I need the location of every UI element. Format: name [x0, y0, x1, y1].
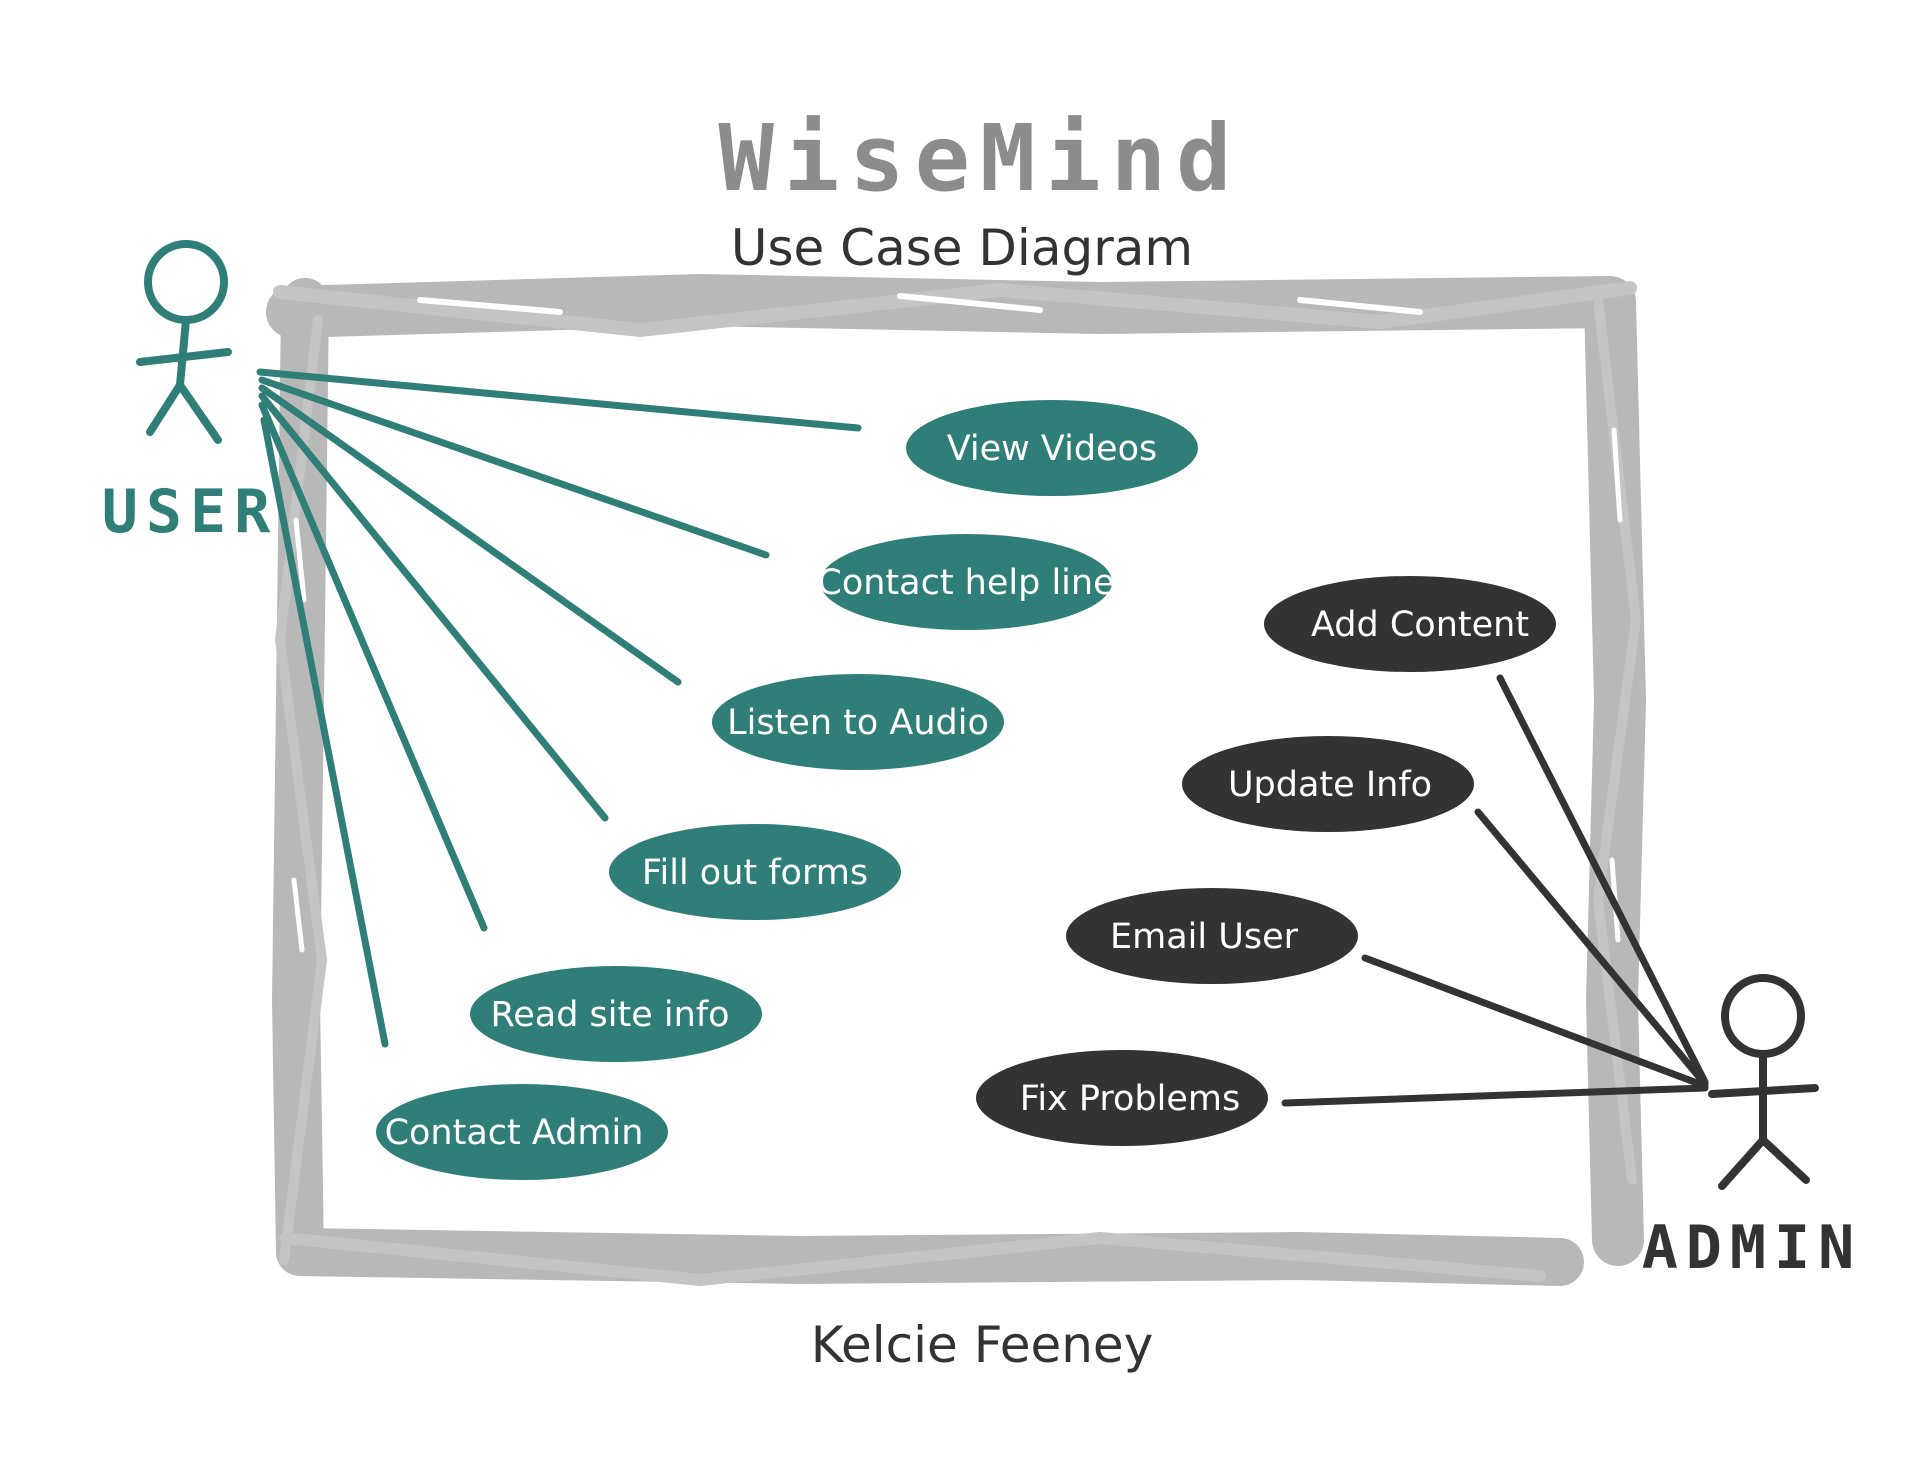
use-case-label: Contact help line: [817, 563, 1114, 603]
use-case-label: Add Content: [1311, 605, 1529, 645]
use-case-label: Update Info: [1228, 765, 1432, 805]
use-case-label: Contact Admin: [385, 1113, 644, 1153]
use-case-label: Listen to Audio: [727, 703, 989, 743]
admin-actor-label: ADMIN: [1642, 1213, 1863, 1283]
author-name: Kelcie Feeney: [811, 1316, 1154, 1374]
use-case-label: Read site info: [490, 995, 729, 1035]
admin-line-update-info: [1474, 808, 1709, 1088]
use-case-fix-problems[interactable]: Fix Problems: [976, 1050, 1268, 1146]
use-case-label: Fill out forms: [642, 853, 868, 893]
user-associations: [256, 368, 862, 1048]
admin-associations: [1281, 674, 1709, 1107]
user-line-contact-admin: [260, 416, 389, 1048]
use-case-email-user[interactable]: Email User: [1066, 888, 1358, 984]
admin-use-cases: Add Content Update Info Email User Fix P…: [976, 576, 1556, 1146]
use-case-listen-to-audio[interactable]: Listen to Audio: [712, 674, 1004, 770]
use-case-contact-admin[interactable]: Contact Admin: [376, 1084, 668, 1180]
use-case-update-info[interactable]: Update Info: [1182, 736, 1474, 832]
diagram-title: WiseMind: [718, 105, 1241, 212]
user-actor-label: USER: [102, 477, 279, 547]
use-case-fill-out-forms[interactable]: Fill out forms: [609, 824, 901, 920]
user-line-read-site-info: [258, 401, 488, 932]
use-case-label: Email User: [1110, 917, 1299, 957]
use-case-contact-help-line[interactable]: Contact help line: [817, 534, 1115, 630]
admin-actor: ADMIN: [1642, 974, 1863, 1283]
user-line-view-videos: [256, 368, 862, 432]
user-use-cases: View Videos Contact help line Listen to …: [376, 400, 1198, 1180]
diagram-subtitle: Use Case Diagram: [731, 219, 1193, 277]
use-case-label: View Videos: [947, 429, 1157, 469]
admin-line-fix-problems: [1281, 1084, 1709, 1107]
user-line-contact-help-line: [258, 376, 770, 559]
admin-line-email-user: [1361, 954, 1709, 1090]
user-actor: USER: [102, 240, 279, 547]
admin-stick-figure-icon: [1708, 974, 1819, 1190]
use-case-view-videos[interactable]: View Videos: [906, 400, 1198, 496]
use-case-label: Fix Problems: [1020, 1079, 1240, 1119]
user-line-fill-out-forms: [258, 392, 609, 822]
user-line-listen-to-audio: [258, 384, 682, 686]
system-boundary: [266, 274, 1646, 1286]
use-case-add-content[interactable]: Add Content: [1264, 576, 1556, 672]
user-stick-figure-icon: [136, 240, 232, 444]
admin-line-add-content: [1496, 674, 1709, 1086]
use-case-read-site-info[interactable]: Read site info: [470, 966, 762, 1062]
